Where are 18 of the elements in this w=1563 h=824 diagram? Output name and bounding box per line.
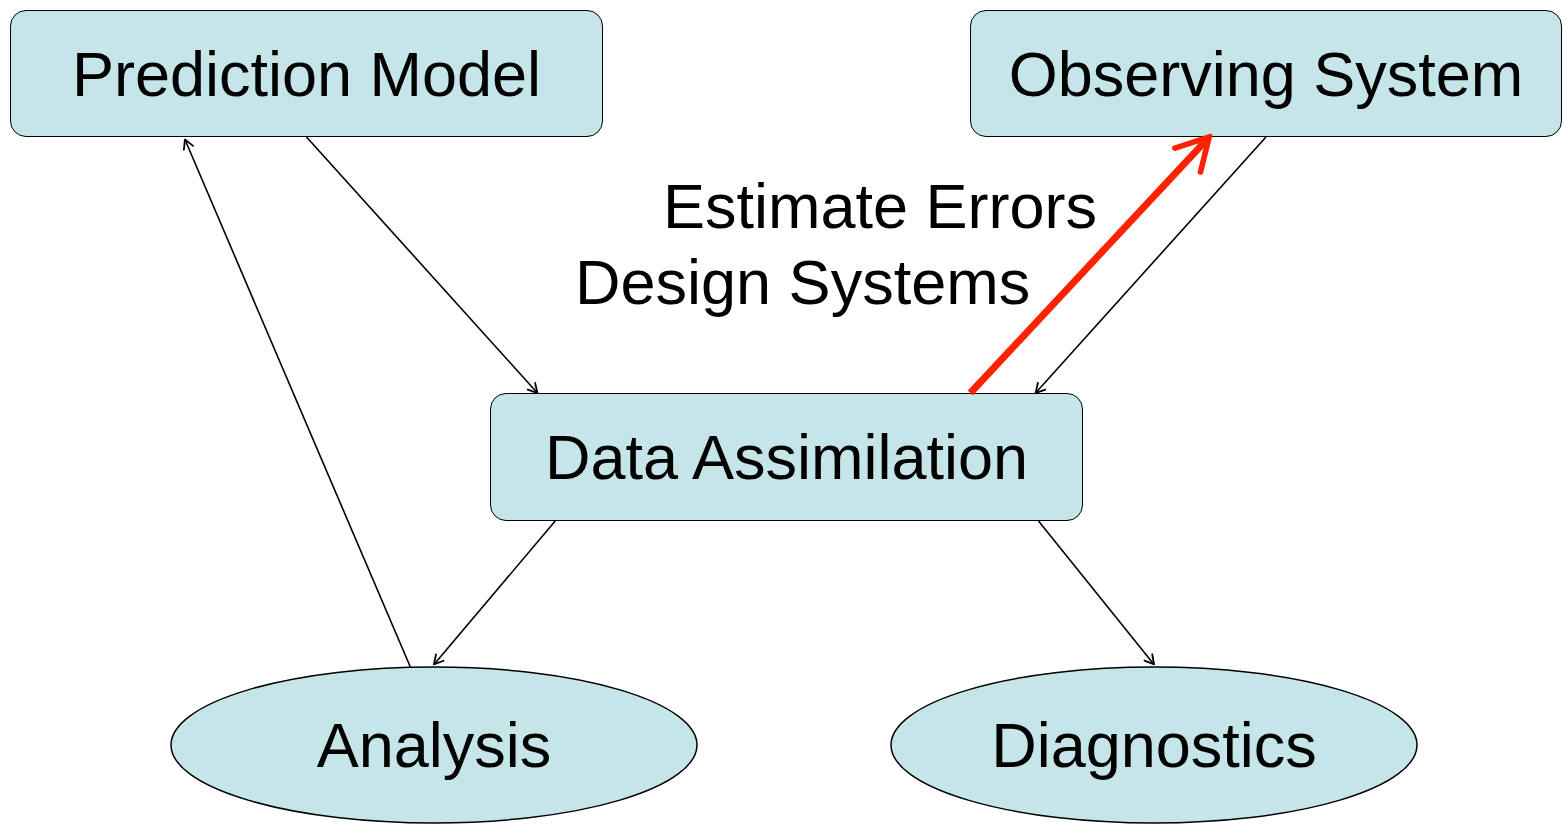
arrow: [433, 520, 557, 666]
process-box: [970, 10, 1562, 137]
node-label: Observing System: [1008, 37, 1524, 110]
node-label: Prediction Model: [71, 37, 542, 110]
annotation-text: Design Systems: [575, 246, 1031, 318]
node-label: Data Assimilation: [544, 421, 1029, 493]
ellipse-node: [170, 666, 698, 824]
node-label: Analysis: [316, 709, 552, 781]
arrow: [1034, 136, 1267, 394]
arrow: [1037, 520, 1155, 666]
arrow: [967, 134, 1212, 396]
arrow: [182, 138, 412, 668]
annotation-text: Estimate Errors: [663, 170, 1098, 242]
process-box: [10, 10, 603, 137]
arrow: [305, 136, 539, 394]
process-box: [490, 393, 1083, 521]
node-label: Diagnostics: [991, 709, 1317, 781]
ellipse-node: [890, 666, 1418, 824]
